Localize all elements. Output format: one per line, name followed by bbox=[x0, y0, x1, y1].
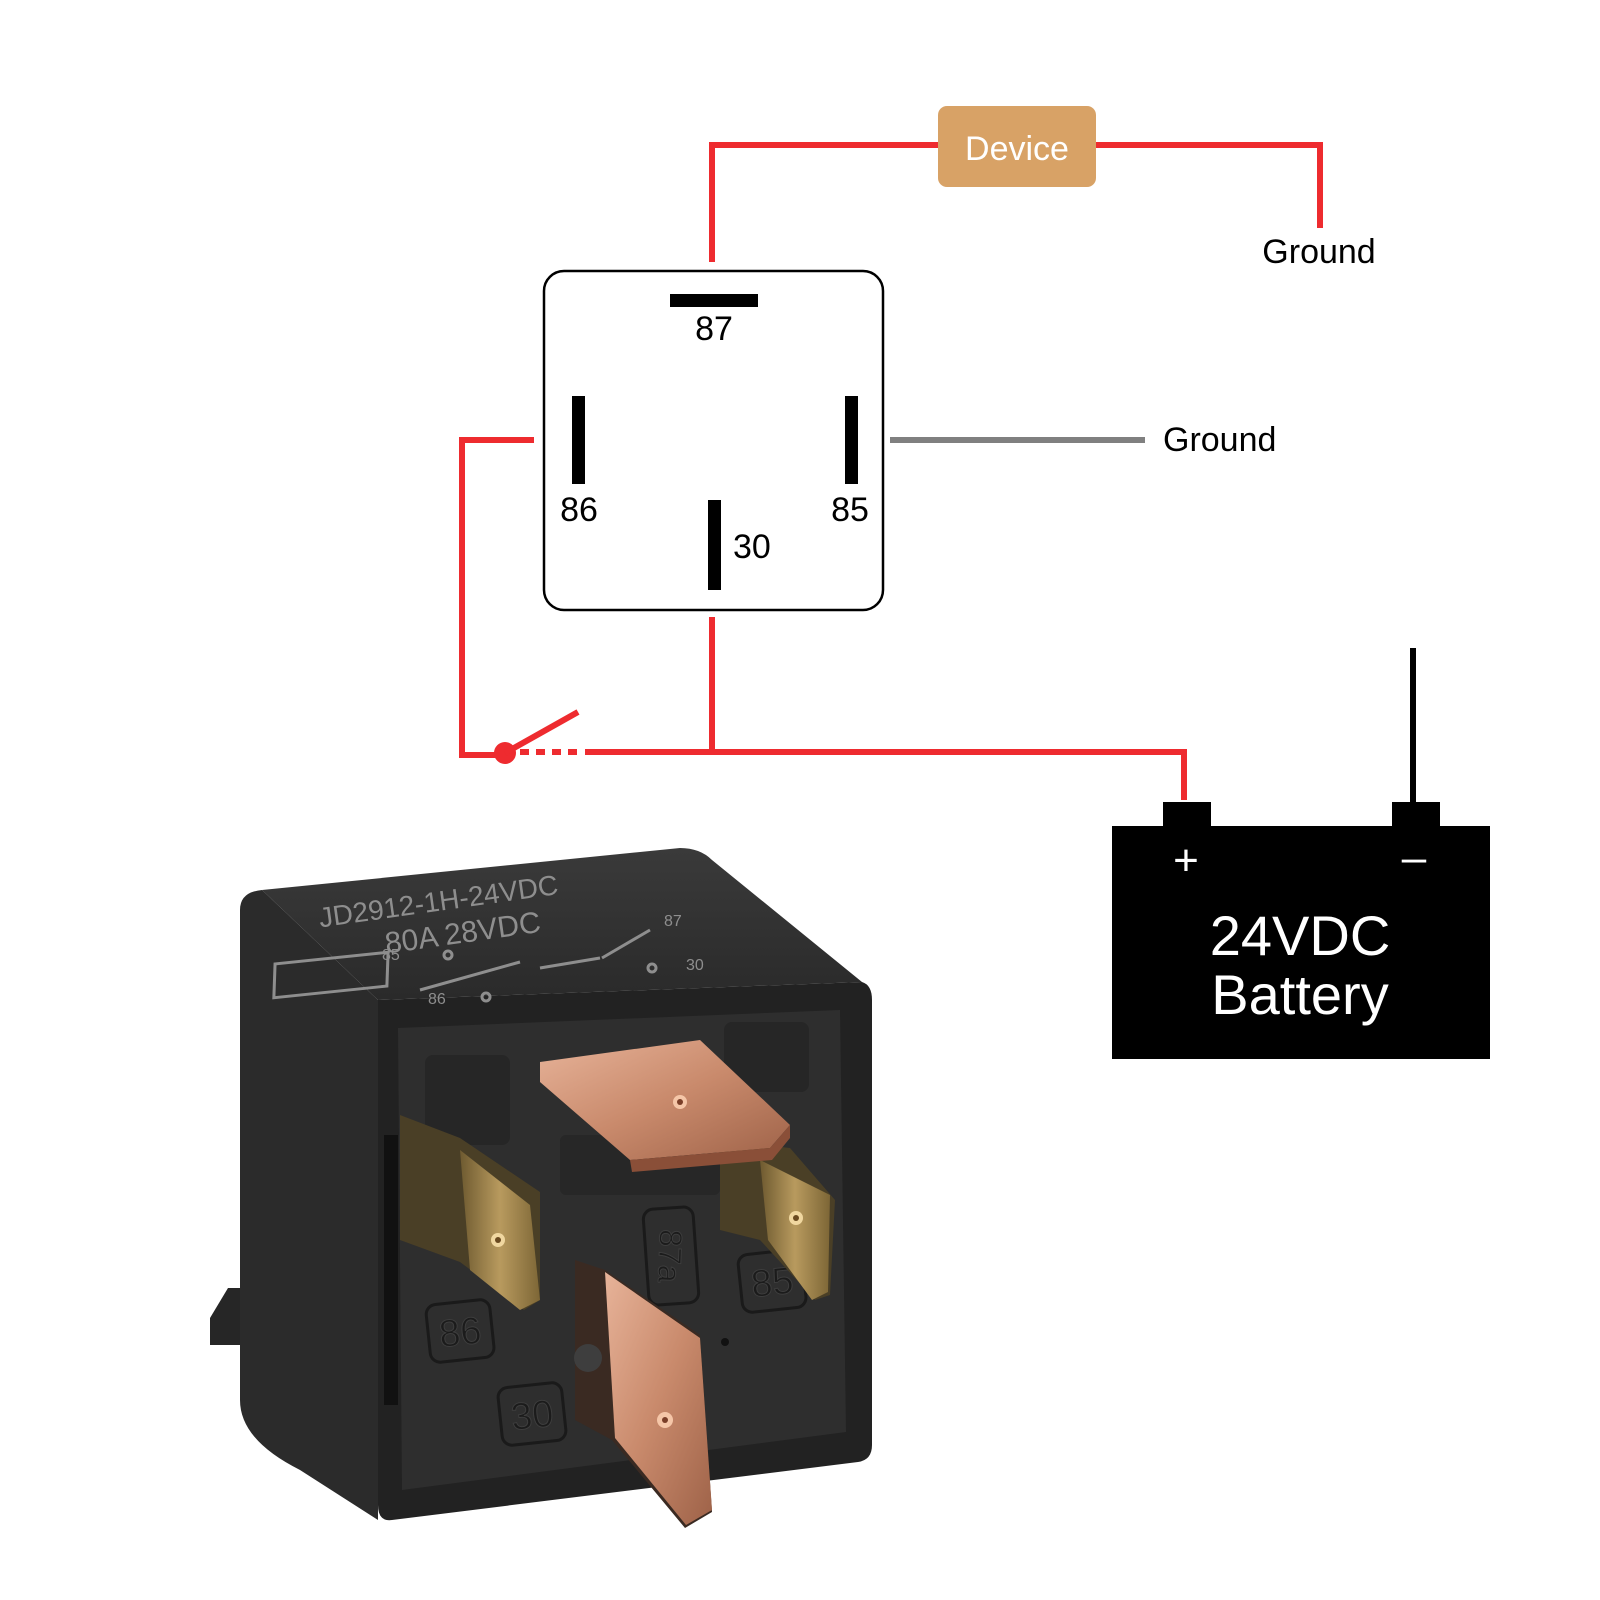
blade-30 bbox=[575, 1260, 712, 1528]
relay-left-face bbox=[240, 890, 378, 1520]
battery-label: Battery bbox=[1211, 963, 1388, 1026]
pin-87-label: 87 bbox=[695, 310, 733, 348]
pin-86-label: 86 bbox=[560, 491, 598, 529]
battery-minus-terminal bbox=[1392, 802, 1440, 828]
pin-85-label: 85 bbox=[831, 491, 869, 529]
battery-body bbox=[1112, 826, 1490, 1059]
relay-top-face bbox=[262, 848, 862, 1000]
wire-bus-to-battery bbox=[585, 749, 1187, 800]
pin-87-bar bbox=[670, 294, 758, 307]
blade-87 bbox=[540, 1040, 790, 1172]
switch-symbol bbox=[494, 709, 583, 764]
pin-86-bar bbox=[572, 396, 585, 484]
battery-voltage: 24VDC bbox=[1210, 904, 1391, 967]
pin-85-bar bbox=[845, 396, 858, 484]
battery-plus-sign: + bbox=[1173, 836, 1199, 885]
schematic-85: 85 bbox=[382, 947, 400, 964]
pin-30-label: 30 bbox=[733, 528, 771, 566]
schematic-86: 86 bbox=[428, 991, 446, 1008]
schematic-30: 30 bbox=[686, 957, 704, 974]
relay-rivet bbox=[574, 1344, 602, 1372]
blade-86 bbox=[400, 1115, 540, 1310]
device-label: Device bbox=[965, 130, 1069, 168]
terminal-label-87a: 87a bbox=[641, 1205, 701, 1307]
power-wires bbox=[459, 142, 1323, 800]
device-box: Device bbox=[938, 106, 1096, 187]
svg-text:87a: 87a bbox=[651, 1229, 689, 1284]
battery-plus-terminal bbox=[1163, 802, 1211, 828]
relay-photo: JD2912-1H-24VDC 80A 28VDC 85 86 87 30 86… bbox=[210, 848, 872, 1528]
switch-lever bbox=[503, 709, 580, 756]
schematic-87: 87 bbox=[664, 913, 682, 930]
terminal-label-86: 86 bbox=[424, 1298, 496, 1364]
relay-pin-diagram: 87 86 85 30 bbox=[542, 269, 885, 612]
pin-30-bar bbox=[708, 500, 721, 590]
wire-86-to-switch bbox=[459, 437, 534, 758]
terminal-label-30: 30 bbox=[496, 1381, 568, 1447]
wire-87-to-device bbox=[709, 142, 940, 262]
svg-text:86: 86 bbox=[437, 1310, 483, 1356]
battery-minus-sign: – bbox=[1402, 833, 1427, 882]
relay-top-schematic bbox=[272, 928, 658, 1003]
wire-device-to-ground bbox=[1096, 142, 1323, 228]
ground-top-label: Ground bbox=[1262, 233, 1375, 271]
svg-text:30: 30 bbox=[509, 1393, 555, 1439]
blade-85 bbox=[720, 1140, 835, 1300]
battery: + – 24VDC Battery bbox=[1112, 802, 1490, 1059]
ground-right-label: Ground bbox=[1163, 421, 1276, 459]
